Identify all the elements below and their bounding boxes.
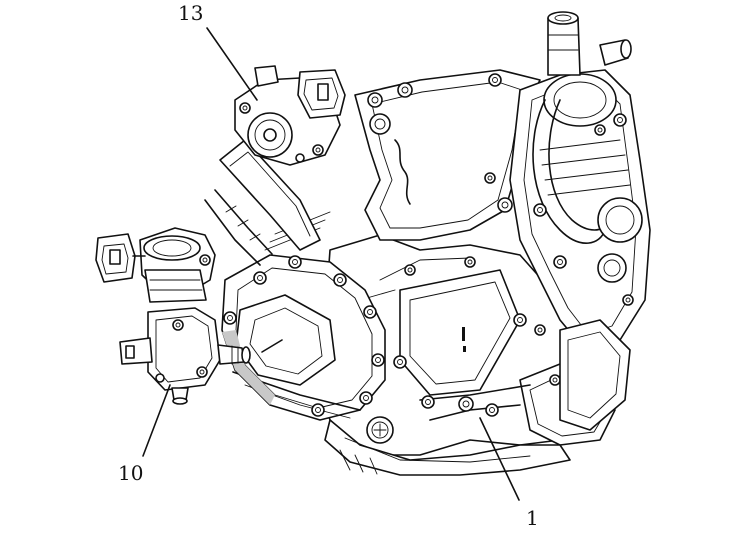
top-plate: [354, 69, 541, 241]
callout-1: 1: [526, 506, 539, 530]
callout-10: 10: [118, 461, 143, 485]
throttle-body-13: [234, 65, 346, 166]
engine-block: [319, 234, 616, 476]
leader-line-13: [206, 27, 258, 101]
lower-throttle-body: [95, 227, 216, 303]
leader-line-10: [142, 384, 171, 457]
leader-lines: [142, 27, 520, 501]
cylinder-cover: [221, 211, 386, 421]
leader-line-1: [479, 417, 520, 501]
right-cylinder-head: [509, 11, 651, 431]
actuator-10: [119, 307, 251, 405]
callout-13: 13: [178, 1, 203, 25]
